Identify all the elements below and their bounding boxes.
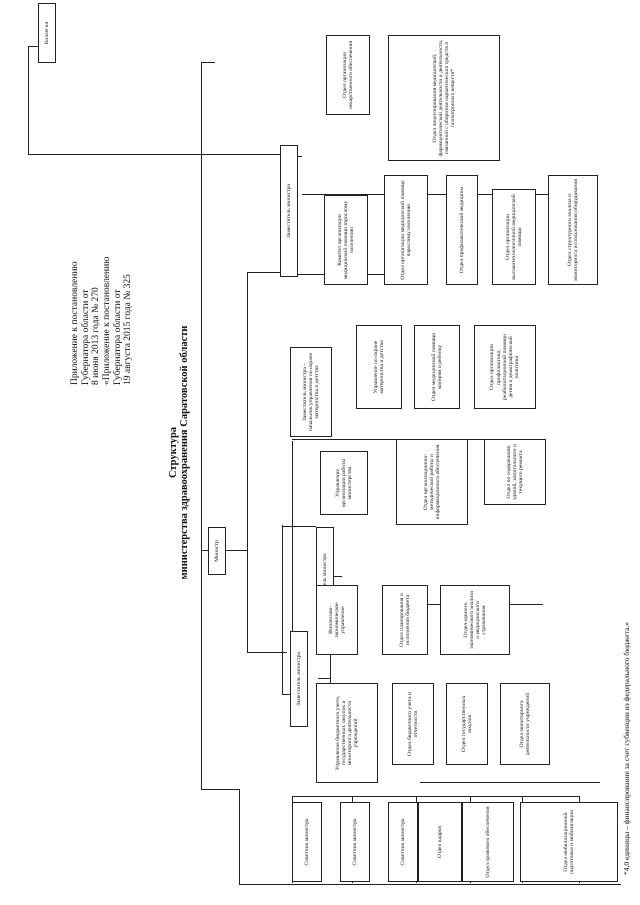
deputy-minister-left-label: Заместитель министра bbox=[295, 652, 302, 706]
connector bbox=[420, 782, 600, 783]
adult-care-department-label: Отдел организации медицинской помощи взр… bbox=[399, 180, 412, 280]
mobilization-department-label: Отдел мобилизационной подготовки и мобил… bbox=[562, 809, 575, 875]
finance-management-box: Финансово-экономическое управление bbox=[316, 585, 358, 655]
adult-care-department-box: Отдел организации медицинской помощи взр… bbox=[384, 175, 428, 285]
chart-title-line-1: Структура bbox=[168, 426, 179, 479]
prophylaxis-department-label: Отдел организации профилактики, реабилит… bbox=[489, 334, 521, 400]
resolution-stamp: Приложение к постановлению Губернатора о… bbox=[70, 257, 134, 385]
mobilization-department-box: Отдел мобилизационной подготовки и мобил… bbox=[520, 802, 618, 882]
connector bbox=[28, 154, 280, 155]
budget-accounting-box: Отдел бюджетного учета и отчетности bbox=[392, 683, 434, 765]
connector bbox=[226, 550, 247, 551]
advisor-2-label: Советник министра bbox=[351, 818, 358, 866]
unified-analysis-label: Отдел единого экономического анализа и м… bbox=[462, 591, 488, 649]
connector bbox=[201, 62, 215, 63]
stamp-line-5: Губернатора области от bbox=[112, 289, 123, 385]
collegium-label: Коллегия bbox=[43, 21, 50, 45]
minister-box: Министр bbox=[208, 527, 226, 575]
connector bbox=[318, 678, 330, 679]
preventive-medicine-box: Отдел профилактической медицины bbox=[446, 175, 478, 285]
budget-management-label: Управление бюджетного учета, государстве… bbox=[334, 695, 360, 771]
property-department-box: Отдел по содержанию зданий, капитального… bbox=[484, 439, 546, 505]
methodic-department-label: Отдел организационно-методической работы… bbox=[422, 444, 442, 520]
legal-department-box: Отдел правового обеспечения bbox=[462, 802, 514, 882]
deputy-minister-mother-box: Заместитель министра – начальник управле… bbox=[290, 347, 332, 437]
connector bbox=[28, 47, 29, 155]
advisor-3-label: Советник министра bbox=[399, 818, 406, 866]
institutions-monitoring-box: Отдел мониторинга деятельности учреждени… bbox=[500, 683, 550, 765]
connector bbox=[247, 273, 248, 653]
connector bbox=[239, 789, 240, 885]
connector bbox=[292, 441, 293, 653]
stamp-line-2: Губернатора области от bbox=[80, 289, 91, 385]
connector bbox=[247, 652, 287, 653]
connector bbox=[239, 884, 621, 885]
drug-supply-box: Отдел организации лекарственного обеспеч… bbox=[326, 35, 370, 115]
connector bbox=[282, 525, 283, 695]
hr-department-label: Отдел кадров bbox=[436, 825, 443, 859]
minister-label: Министр bbox=[213, 540, 220, 562]
stamp-line-6: 19 августа 2015 года № 325 bbox=[123, 274, 134, 385]
finance-management-label: Финансово-экономическое управление bbox=[327, 602, 347, 638]
organization-management-box: Управление организации работы министерст… bbox=[320, 451, 368, 515]
equipment-analysis-box: Отдел структурного анализа и мониторинга… bbox=[548, 175, 598, 285]
prophylaxis-department-box: Отдел организации профилактики, реабилит… bbox=[474, 325, 536, 409]
institutions-monitoring-label: Отдел мониторинга деятельности учреждени… bbox=[518, 692, 531, 756]
budget-accounting-label: Отдел бюджетного учета и отчетности bbox=[406, 692, 419, 756]
stamp-line-1: Приложение к постановлению bbox=[70, 261, 80, 385]
deputy-minister-right-label: Заместитель министра bbox=[285, 184, 292, 238]
connector bbox=[282, 526, 316, 527]
advisor-2-box: Советник министра bbox=[340, 802, 370, 882]
connector bbox=[292, 796, 580, 797]
advisor-1-box: Советник министра bbox=[292, 802, 322, 882]
deputy-minister-right-box: Заместитель министра bbox=[280, 145, 298, 277]
drug-supply-label: Отдел организации лекарственного обеспеч… bbox=[341, 40, 354, 110]
adult-care-committee-box: Комитет организации медицинской помощи в… bbox=[324, 195, 368, 285]
mother-child-help-box: Отдел медицинской помощи матерям и ребен… bbox=[414, 325, 460, 409]
purchases-box: Отдел государственных закупок bbox=[446, 683, 488, 765]
stamp-line-3: 8 июня 2013 года № 270 bbox=[91, 287, 102, 385]
high-tech-care-box: Отдел организации высокотехнологичной ме… bbox=[492, 189, 536, 285]
budget-management-box: Управление бюджетного учета, государстве… bbox=[316, 683, 378, 783]
purchases-label: Отдел государственных закупок bbox=[460, 695, 473, 753]
deputy-minister-left-box: Заместитель министра bbox=[290, 631, 308, 727]
connector bbox=[282, 694, 290, 695]
advisor-3-box: Советник министра bbox=[388, 802, 418, 882]
unified-analysis-box: Отдел единого экономического анализа и м… bbox=[440, 585, 510, 655]
budget-planning-box: Отдел планирования и исполнения бюджета bbox=[382, 585, 428, 655]
connector bbox=[201, 63, 202, 790]
chart-title: Структура министерства здравоохранения С… bbox=[168, 0, 190, 905]
methodic-department-box: Отдел организационно-методической работы… bbox=[396, 439, 468, 525]
chart-title-line-2: министерства здравоохранения Саратовской… bbox=[179, 325, 190, 580]
deputy-minister-mother-label: Заместитель министра – начальник управле… bbox=[301, 352, 321, 432]
property-department-label: Отдел по содержанию зданий, капитального… bbox=[505, 444, 525, 500]
licensing-department-label: Отдел лицензирования медицинской, фармац… bbox=[431, 39, 457, 157]
licensing-department-box: Отдел лицензирования медицинской, фармац… bbox=[388, 35, 500, 161]
budget-planning-label: Отдел планирования и исполнения бюджета bbox=[398, 593, 411, 647]
connector bbox=[201, 789, 239, 790]
high-tech-care-label: Отдел организации высокотехнологичной ме… bbox=[504, 194, 524, 280]
footnote: *4,0 единицы – финансирование за счет су… bbox=[622, 621, 631, 875]
collegium-box: Коллегия bbox=[38, 3, 56, 63]
adult-care-committee-label: Комитет организации медицинской помощи в… bbox=[336, 200, 356, 280]
mother-child-help-label: Отдел медицинской помощи матерям и ребен… bbox=[430, 332, 443, 402]
equipment-analysis-label: Отдел структурного анализа и мониторинга… bbox=[566, 179, 579, 281]
stamp-line-4: «Приложение к постановлению bbox=[101, 256, 112, 385]
hr-department-box: Отдел кадров bbox=[418, 802, 462, 882]
advisor-1-label: Советник министра bbox=[303, 818, 310, 866]
organization-management-label: Управление организации работы министерст… bbox=[334, 458, 354, 508]
preventive-medicine-label: Отдел профилактической медицины bbox=[458, 186, 465, 274]
legal-department-label: Отдел правового обеспечения bbox=[484, 806, 491, 878]
mother-child-management-label: Управление по охране материнства и детст… bbox=[372, 340, 385, 394]
mother-child-management-box: Управление по охране материнства и детст… bbox=[356, 325, 402, 409]
